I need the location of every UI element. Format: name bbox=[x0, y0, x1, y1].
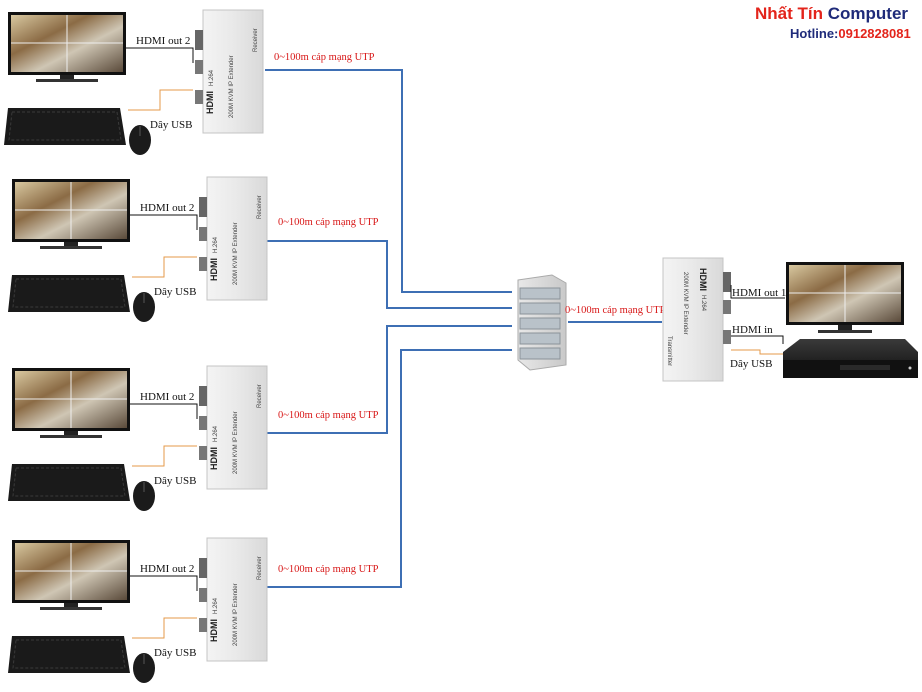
tx-utp-cable-label: 0~100m cáp mạng UTP bbox=[565, 305, 666, 316]
tx-hdmi-out-cable bbox=[730, 285, 785, 299]
tx-usb-cable bbox=[731, 349, 783, 355]
usb-cable bbox=[132, 256, 197, 278]
transmitter-box: HDMI H.264 200M KVM IP Extender Transmit… bbox=[662, 257, 731, 382]
hdmi-cable bbox=[130, 403, 198, 419]
usb-label: Dây USB bbox=[154, 475, 196, 487]
hdmi-out-label: HDMI out 2 bbox=[140, 563, 194, 575]
mouse bbox=[133, 292, 155, 322]
utp-cable-label: 0~100m cáp mạng UTP bbox=[278, 564, 379, 575]
usb-cable bbox=[128, 89, 193, 111]
device-text: 200M KVM IP Extender bbox=[233, 222, 239, 285]
usb-cable bbox=[132, 617, 197, 639]
receiver-box: HDMI H.264 200M KVM IP Extender Receiver bbox=[199, 537, 268, 662]
hdmi-out-label: HDMI out 2 bbox=[140, 202, 194, 214]
receiver-group-4: HDMI out 2 Dây USB HDMI H.264 200M KVM I… bbox=[8, 537, 379, 683]
receiver-box: HDMI H.264 200M KVM IP Extender Receiver bbox=[195, 9, 264, 134]
tx-hdmi-in-label: HDMI in bbox=[732, 324, 773, 336]
hdmi-cable bbox=[130, 214, 198, 230]
role-label: Receiver bbox=[253, 28, 259, 52]
network-switch bbox=[517, 274, 567, 371]
monitor bbox=[12, 368, 130, 438]
hdmi-cable bbox=[130, 575, 198, 591]
monitor bbox=[8, 12, 126, 82]
hdmi-logo: HDMI bbox=[205, 91, 215, 114]
device-text: 200M KVM IP Extender bbox=[229, 55, 235, 118]
hdmi-logo: HDMI bbox=[209, 447, 219, 470]
monitor bbox=[12, 179, 130, 249]
tx-codec-label: H.264 bbox=[700, 295, 706, 312]
role-label: Receiver bbox=[257, 556, 263, 580]
usb-label: Dây USB bbox=[150, 119, 192, 131]
dvr-recorder bbox=[783, 339, 918, 378]
utp-cables bbox=[265, 69, 662, 588]
tx-hdmi-in-cable bbox=[731, 335, 784, 344]
receiver-box: HDMI H.264 200M KVM IP Extender Receiver bbox=[199, 176, 268, 301]
role-label: Receiver bbox=[257, 195, 263, 219]
tx-usb-label: Dây USB bbox=[730, 358, 772, 370]
utp-cable-4 bbox=[265, 349, 512, 588]
keyboard bbox=[4, 108, 126, 145]
receiver-group-1: HDMI out 2 Dây USB HDMI H.264 200M KVM I… bbox=[4, 9, 375, 155]
receiver-box: HDMI H.264 200M KVM IP Extender Receiver bbox=[199, 365, 268, 490]
utp-cable-3 bbox=[265, 325, 512, 434]
hdmi-logo: HDMI bbox=[209, 619, 219, 642]
tx-hdmi-logo: HDMI bbox=[698, 268, 708, 291]
receiver-group-3: HDMI out 2 Dây USB HDMI H.264 200M KVM I… bbox=[8, 365, 379, 511]
hotline-number: 0912828081 bbox=[838, 26, 911, 41]
hdmi-logo: HDMI bbox=[209, 258, 219, 281]
mouse bbox=[133, 481, 155, 511]
codec-label: H.264 bbox=[209, 69, 215, 86]
usb-label: Dây USB bbox=[154, 286, 196, 298]
mouse bbox=[129, 125, 151, 155]
hdmi-cable bbox=[126, 47, 194, 63]
monitor bbox=[12, 540, 130, 610]
codec-label: H.264 bbox=[213, 425, 219, 442]
tx-role-label: Transmitter bbox=[666, 336, 672, 366]
codec-label: H.264 bbox=[213, 597, 219, 614]
device-text: 200M KVM IP Extender bbox=[233, 583, 239, 646]
brand-name-red: Nhất Tín bbox=[755, 4, 823, 23]
hdmi-out-label: HDMI out 2 bbox=[136, 35, 190, 47]
receiver-group-2: HDMI out 2 Dây USB HDMI H.264 200M KVM I… bbox=[8, 176, 379, 322]
tx-monitor bbox=[786, 262, 904, 333]
usb-label: Dây USB bbox=[154, 647, 196, 659]
tx-hdmi-out-label: HDMI out 1 bbox=[732, 287, 786, 299]
brand-name-blue: Computer bbox=[827, 4, 909, 23]
utp-cable-label: 0~100m cáp mạng UTP bbox=[278, 410, 379, 421]
brand-title: Nhất Tín Computer bbox=[755, 4, 908, 24]
hdmi-out-label: HDMI out 2 bbox=[140, 391, 194, 403]
tx-device-text: 200M KVM IP Extender bbox=[682, 272, 688, 335]
utp-cable-2 bbox=[265, 240, 512, 309]
role-label: Receiver bbox=[257, 384, 263, 408]
hotline: Hotline:0912828081 bbox=[790, 26, 911, 41]
keyboard bbox=[8, 275, 130, 312]
device-text: 200M KVM IP Extender bbox=[233, 411, 239, 474]
utp-cable-label: 0~100m cáp mạng UTP bbox=[274, 52, 375, 63]
keyboard bbox=[8, 636, 130, 673]
utp-cable-label: 0~100m cáp mạng UTP bbox=[278, 217, 379, 228]
keyboard bbox=[8, 464, 130, 501]
codec-label: H.264 bbox=[213, 236, 219, 253]
utp-cable-1 bbox=[265, 69, 512, 293]
hotline-label: Hotline: bbox=[790, 26, 839, 41]
usb-cable bbox=[132, 445, 197, 467]
mouse bbox=[133, 653, 155, 683]
